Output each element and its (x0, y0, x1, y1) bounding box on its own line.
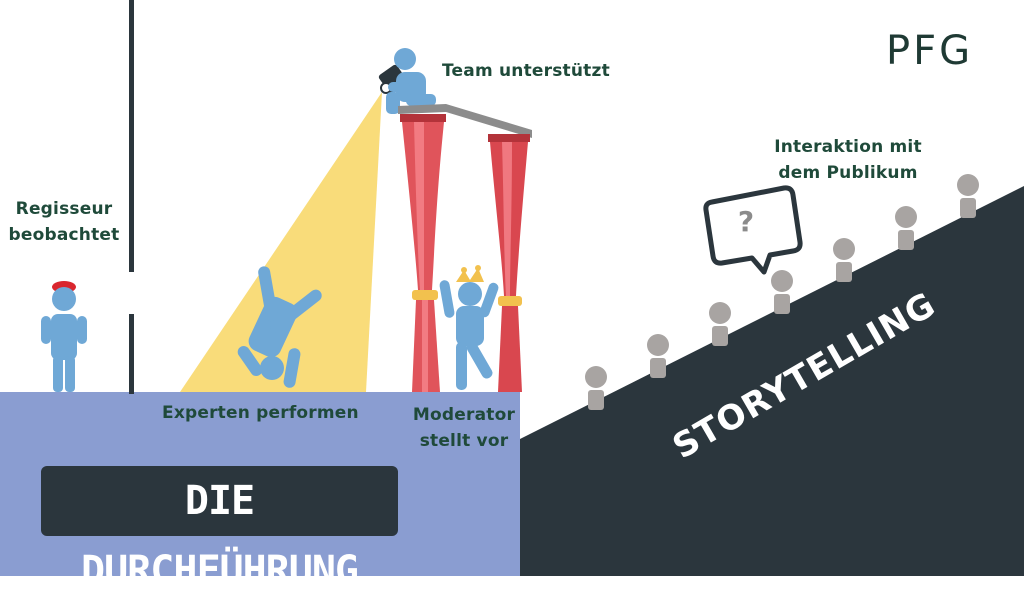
audience-member (647, 334, 669, 378)
audience-member (585, 366, 607, 410)
title-box: DIE DURCHFÜHRUNG (41, 466, 398, 594)
spotlight-beam (180, 92, 382, 392)
backstage-wall-bottom (129, 314, 134, 394)
right-curtain (488, 134, 530, 392)
audience-member (957, 174, 979, 218)
moderator-figure (439, 265, 499, 390)
audience-member (833, 238, 855, 282)
cartwheel-expert-figure (237, 266, 322, 388)
experts-label: Experten performen (162, 403, 359, 423)
audience-member (895, 206, 917, 250)
page-title: DIE DURCHFÜHRUNG (81, 478, 359, 594)
backstage-wall-top (129, 0, 134, 272)
interaction-label: Interaktion mit dem Publikum (770, 134, 926, 186)
audience-member (771, 270, 793, 314)
director-figure (41, 281, 87, 392)
director-label-line1: Regisseur (15, 199, 113, 219)
interaction-label-line1: Interaktion mit (774, 137, 922, 157)
left-curtain (400, 114, 446, 392)
pfg-logo: PFG (886, 28, 974, 74)
stage-roof (398, 104, 532, 138)
director-label: Regisseur beobachtet (8, 196, 120, 248)
team-member-figure (386, 48, 436, 114)
interaction-label-line2: dem Publikum (778, 163, 918, 183)
speech-bubble-icon (703, 185, 803, 275)
moderator-label: Moderator stellt vor (408, 402, 520, 454)
stage-illustration (0, 0, 1024, 576)
moderator-label-line2: stellt vor (419, 431, 509, 451)
moderator-label-line1: Moderator (412, 405, 516, 425)
audience-members (585, 174, 979, 410)
audience-slope (518, 186, 1024, 576)
team-label: Team unterstützt (442, 61, 610, 81)
director-label-line2: beobachtet (8, 225, 120, 245)
audience-member (709, 302, 731, 346)
question-mark-icon: ? (737, 205, 755, 238)
